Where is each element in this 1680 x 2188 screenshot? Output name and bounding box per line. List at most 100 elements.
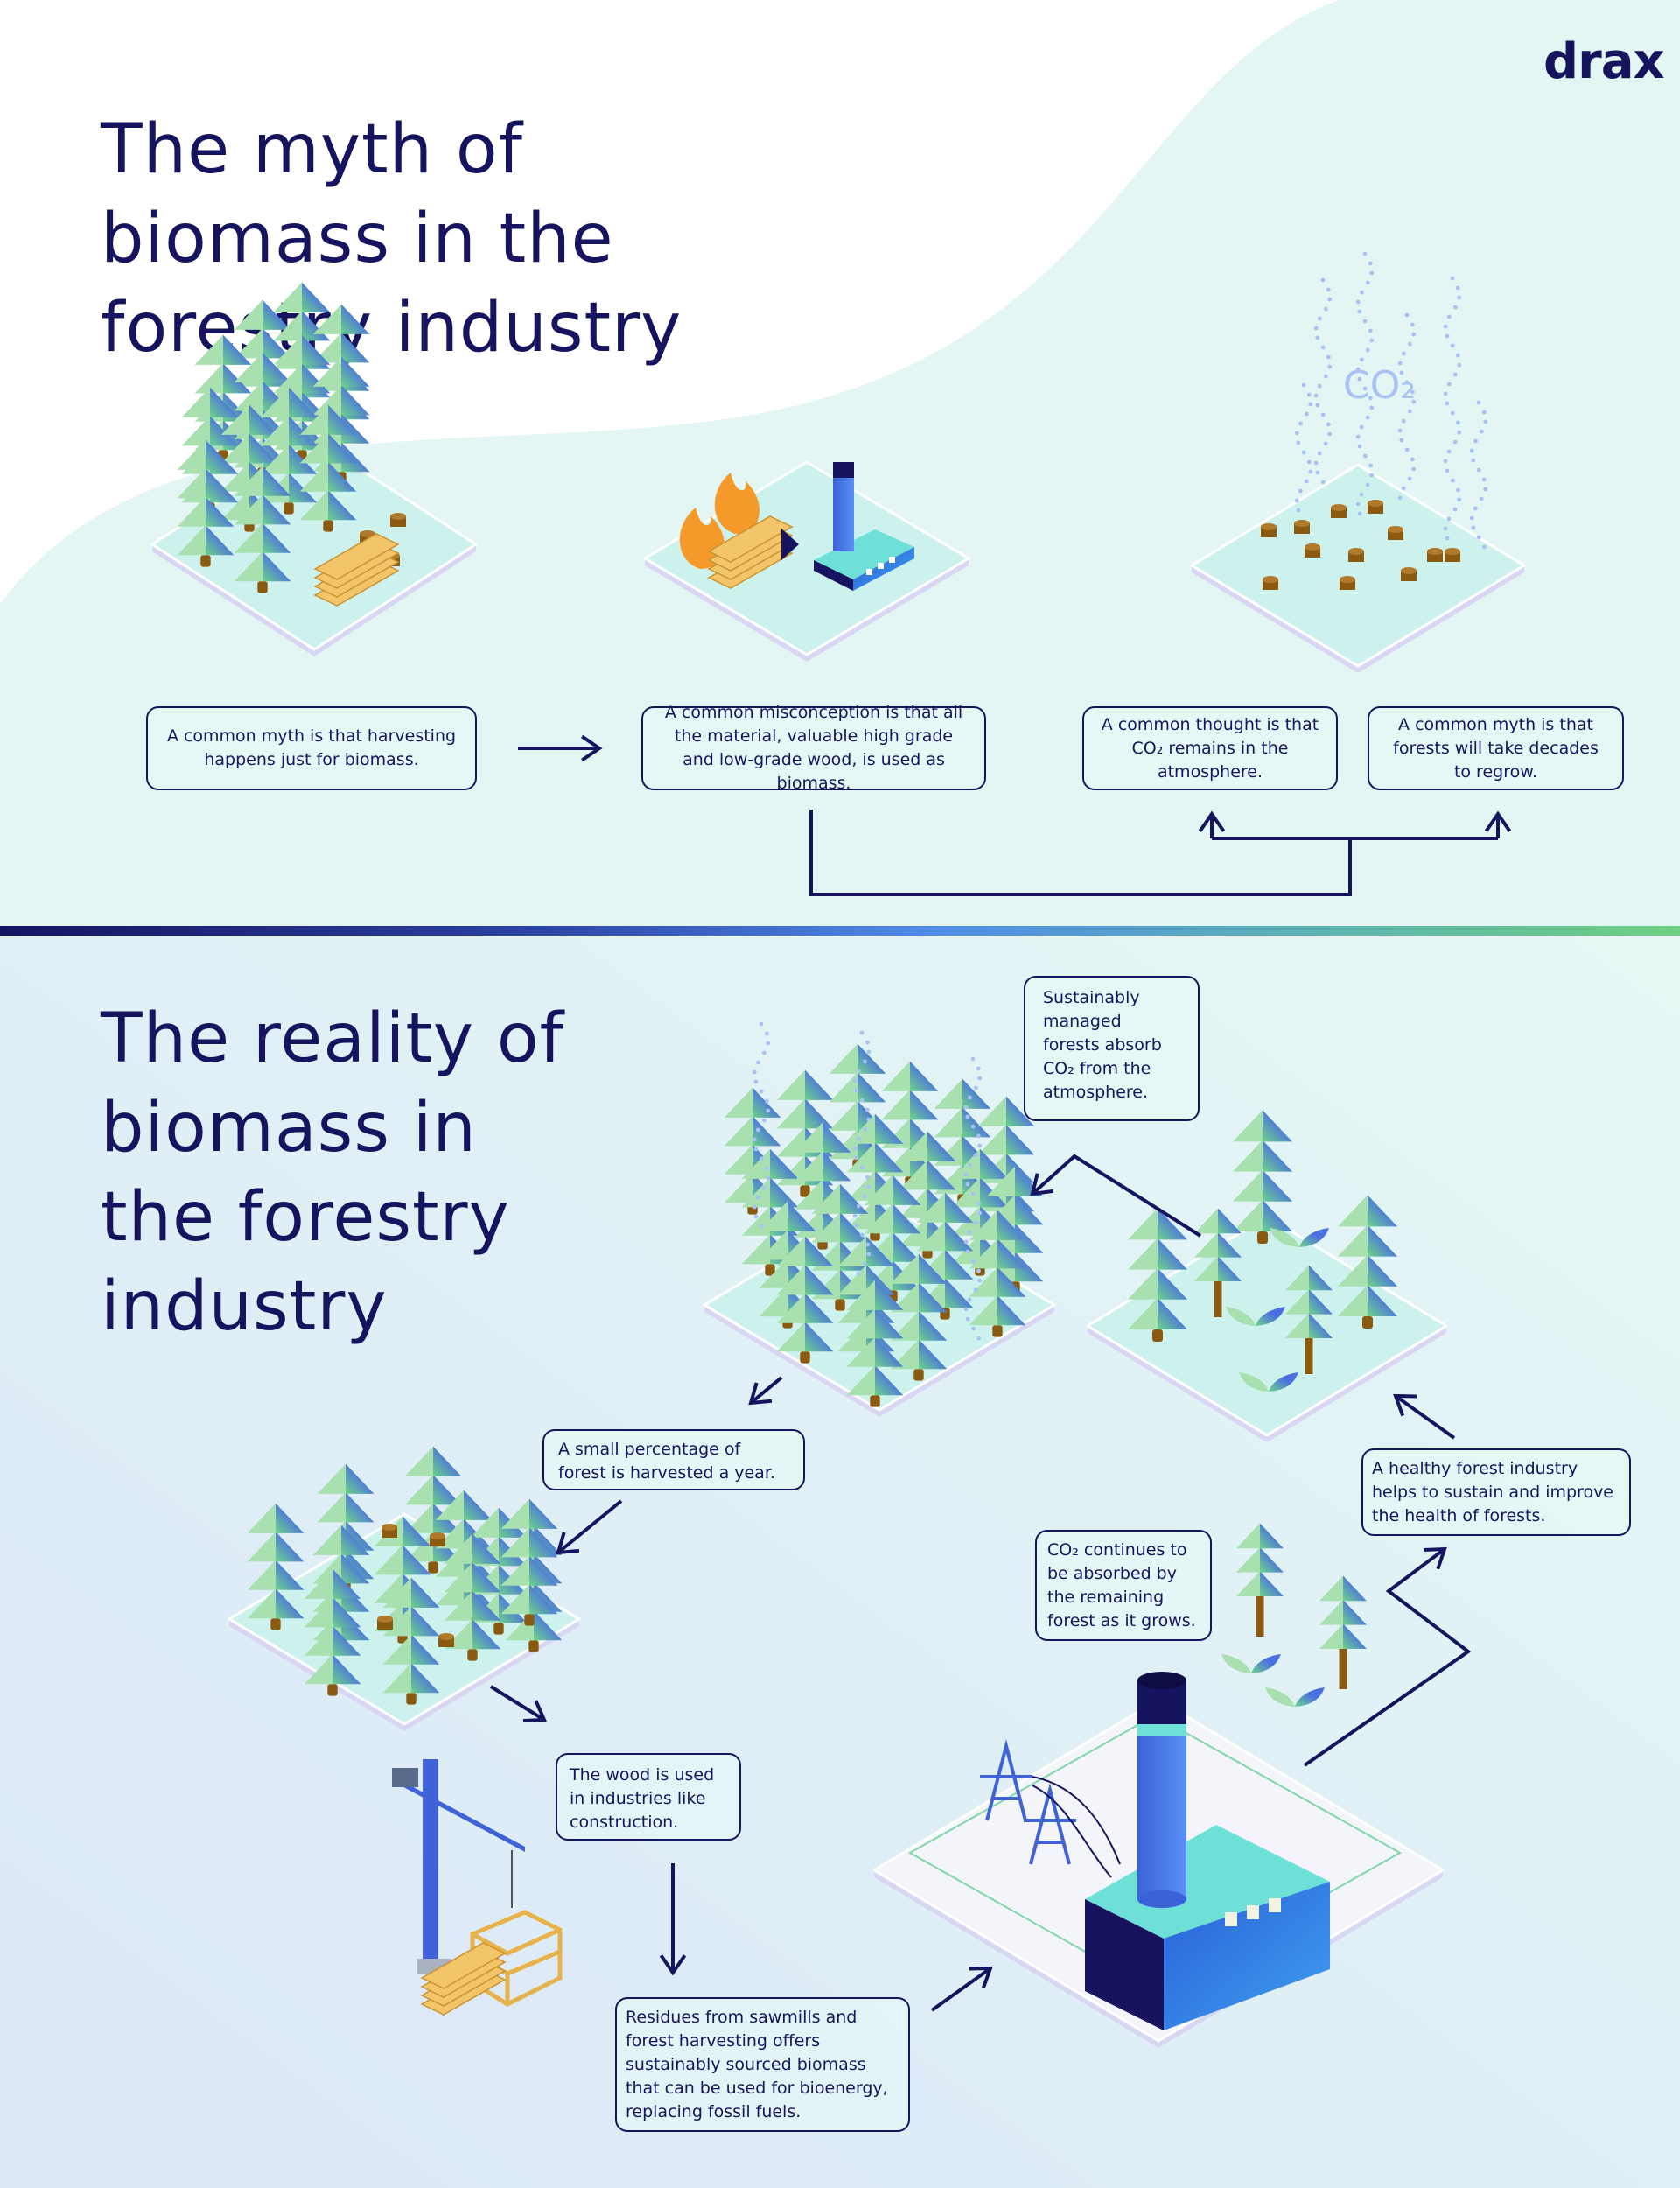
tree-icon — [177, 439, 234, 567]
tree-icon — [1338, 1195, 1397, 1329]
stump-icon — [377, 1616, 393, 1630]
tree-icon — [1285, 1265, 1333, 1374]
factory-icon — [814, 462, 914, 591]
stump-icon — [1340, 576, 1355, 590]
sprout-icon — [1226, 1307, 1285, 1326]
harvested-forest-tile — [228, 1446, 581, 1731]
electricity-pylon-icon — [980, 1739, 1121, 1878]
tree-icon — [881, 1061, 939, 1189]
construction-crane-icon — [392, 1759, 563, 2016]
tree-icon — [444, 1533, 501, 1661]
tree-icon — [304, 1568, 361, 1696]
stump-icon — [1261, 523, 1277, 537]
co2-bubbles — [1397, 312, 1417, 501]
bracket-connector — [809, 810, 1352, 896]
reality-box-absorb: Sustainably managed forests absorb CO₂ f… — [1024, 976, 1200, 1121]
tree-icon — [1320, 1575, 1367, 1689]
co2-bubbles — [852, 1030, 872, 1276]
stump-icon — [438, 1633, 454, 1647]
stump-icon — [1331, 504, 1347, 518]
process-arrow-icon — [781, 529, 799, 560]
stump-icon — [1305, 543, 1320, 558]
arrow-to-dense-forest — [1030, 1154, 1202, 1238]
title-line: The myth of — [101, 110, 523, 189]
co2-bubbles — [1469, 400, 1488, 550]
tree-icon — [299, 404, 357, 532]
arrow-up-regrow — [1484, 810, 1512, 838]
co2-label: CO₂ — [1343, 363, 1416, 408]
stump-icon — [1263, 576, 1278, 590]
reality-box-residues: Residues from sawmills and forest harves… — [615, 1997, 910, 2132]
stump-icon — [382, 1524, 397, 1538]
myth-box-co2: A common thought is that CO₂ remains in … — [1082, 706, 1338, 790]
tree-icon — [234, 466, 291, 593]
arrow-to-regrowing-forest — [1393, 1393, 1456, 1440]
tree-icon — [1194, 1208, 1242, 1317]
arrow-harvest — [748, 1376, 783, 1406]
co2-bubbles — [1443, 276, 1462, 541]
stump-icon — [390, 513, 406, 527]
tree-icon — [934, 1078, 991, 1206]
co2-bubbles — [963, 1056, 983, 1341]
stump-icon — [1427, 548, 1443, 562]
title-line: the forestry — [101, 1178, 510, 1257]
lumber-stack-icon — [707, 515, 794, 589]
stump-icon — [430, 1532, 445, 1546]
tree-icon — [776, 1236, 834, 1364]
sprout-icon — [1222, 1654, 1281, 1673]
lumber-stack-icon — [420, 1942, 507, 2016]
stump-icon — [1294, 520, 1310, 534]
section-divider — [0, 926, 1680, 936]
title-line: industry — [101, 1267, 388, 1346]
reality-box-continues: CO₂ continues to be absorbed by the rema… — [1035, 1530, 1212, 1641]
stump-icon — [1401, 567, 1417, 581]
myth-title: The myth of biomass in the forestry indu… — [101, 105, 682, 373]
arrow-to-wood — [489, 1685, 548, 1723]
reality-title: The reality of biomass in the forestry i… — [101, 994, 564, 1351]
lumber-stack-icon — [313, 533, 400, 607]
myth-box-regrow: A common myth is that forests will take … — [1368, 706, 1624, 790]
sprout-icon — [1239, 1372, 1298, 1392]
stumps-tile — [1190, 251, 1526, 673]
reality-box-healthy: A healthy forest industry helps to susta… — [1362, 1448, 1631, 1536]
tree-icon — [1236, 1523, 1284, 1637]
arrow-to-power-plant — [930, 1966, 993, 2012]
stump-icon — [1388, 526, 1404, 540]
myth-box-harvesting: A common myth is that harvesting happens… — [146, 706, 477, 790]
forest-tile — [150, 282, 478, 656]
tree-icon — [500, 1498, 558, 1626]
white-wave — [0, 0, 1339, 604]
stump-icon — [1348, 548, 1364, 562]
tree-icon — [247, 1503, 304, 1630]
title-line: The reality of — [101, 999, 565, 1078]
tree-icon — [1128, 1208, 1187, 1342]
co2-bubbles — [1355, 251, 1375, 516]
myth-box-misconception: A common misconception is that all the m… — [641, 703, 986, 793]
title-line: biomass in the — [101, 200, 614, 278]
co2-bubbles — [752, 1021, 771, 1229]
drax-logo[interactable]: drax — [1544, 33, 1665, 90]
arrow-to-harvested-tile — [556, 1499, 623, 1555]
arrow-to-healthy — [1303, 1546, 1472, 1767]
regrowing-forest-tile — [1086, 1110, 1448, 1442]
sprout-icon — [1270, 1228, 1329, 1247]
arrow-up-co2 — [1198, 810, 1226, 838]
tree-icon — [864, 1175, 921, 1302]
co2-bubbles — [1313, 277, 1333, 485]
reality-box-wood: The wood is used in industries like cons… — [556, 1753, 741, 1841]
arrow-to-residues — [659, 1863, 687, 1976]
stump-icon — [1368, 500, 1383, 514]
dense-forest-tile — [703, 1021, 1056, 1417]
tree-icon — [1233, 1110, 1292, 1244]
arrow-right — [518, 734, 603, 762]
fire-tile — [643, 460, 970, 662]
tree-icon — [846, 1280, 904, 1407]
stump-icon — [1445, 548, 1460, 562]
power-plant-tile — [872, 1672, 1445, 2048]
title-line: forestry industry — [101, 289, 682, 368]
power-station-icon — [1085, 1672, 1330, 2030]
reality-box-harvest: A small percentage of forest is harveste… — [542, 1429, 805, 1490]
title-line: biomass in — [101, 1089, 477, 1168]
co2-bubbles — [1294, 382, 1313, 513]
